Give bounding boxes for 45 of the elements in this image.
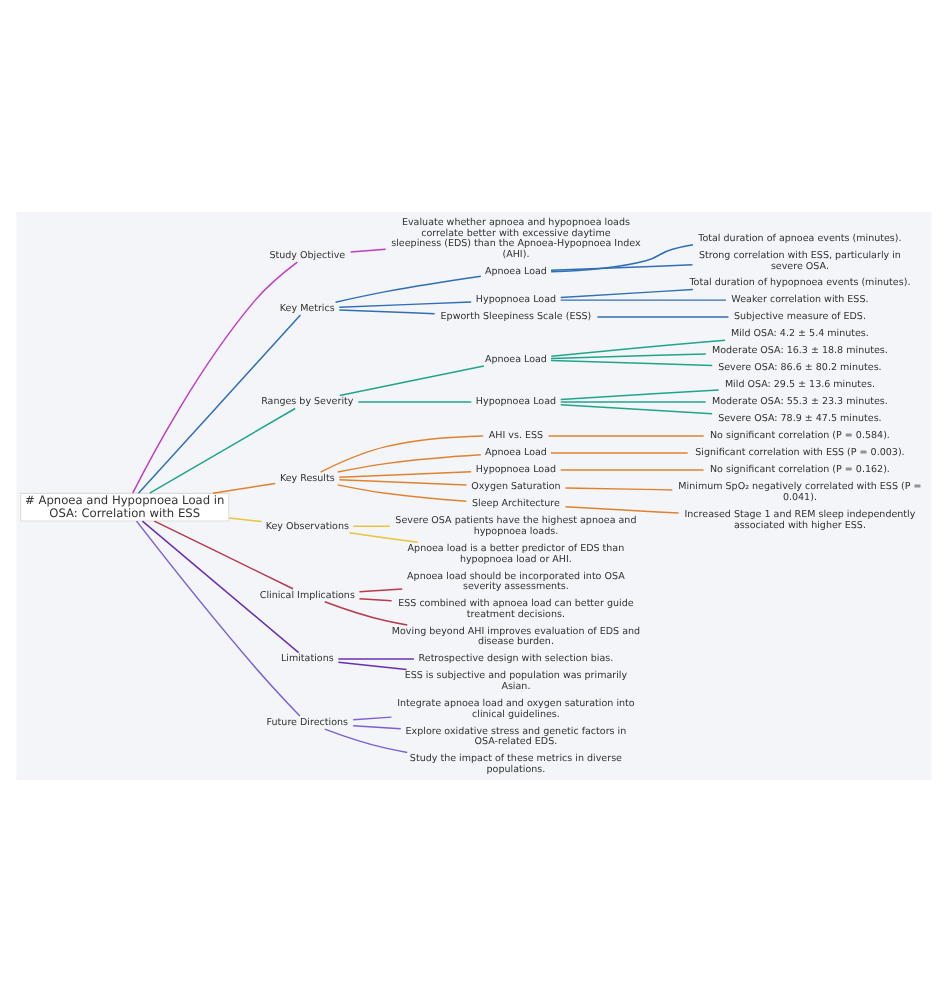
connector — [550, 263, 694, 270]
connector — [349, 247, 387, 252]
connector — [324, 599, 408, 625]
connector — [560, 298, 727, 300]
connector — [338, 308, 436, 314]
connector — [153, 519, 294, 589]
connector — [334, 274, 482, 302]
connector — [358, 596, 393, 601]
connector — [352, 715, 393, 720]
connector — [137, 313, 302, 493]
connector — [550, 451, 689, 453]
connector — [337, 660, 408, 670]
connector — [550, 243, 694, 272]
connector — [550, 338, 726, 356]
connector — [141, 519, 300, 653]
connector — [560, 400, 707, 402]
connector — [324, 727, 408, 753]
connector — [564, 504, 680, 513]
connector — [336, 453, 482, 472]
connector — [348, 530, 419, 542]
connector — [560, 468, 705, 470]
connector — [357, 400, 473, 402]
connector — [550, 352, 707, 359]
connector — [352, 723, 402, 729]
connector — [358, 587, 403, 592]
connector — [339, 364, 485, 396]
connector — [338, 300, 472, 308]
connector — [564, 486, 674, 490]
connector — [149, 406, 296, 493]
connector — [319, 434, 484, 472]
connector — [560, 388, 720, 400]
connector — [338, 478, 468, 485]
connector — [228, 516, 263, 522]
connector — [352, 524, 391, 526]
connector — [547, 434, 705, 436]
connector — [560, 287, 694, 298]
connector — [212, 481, 276, 494]
connector — [337, 657, 415, 659]
connector — [338, 470, 472, 477]
connector — [550, 358, 713, 366]
connector — [135, 519, 301, 716]
connector — [560, 402, 713, 414]
connector — [131, 260, 298, 493]
connector — [336, 483, 468, 501]
connector — [596, 315, 730, 317]
